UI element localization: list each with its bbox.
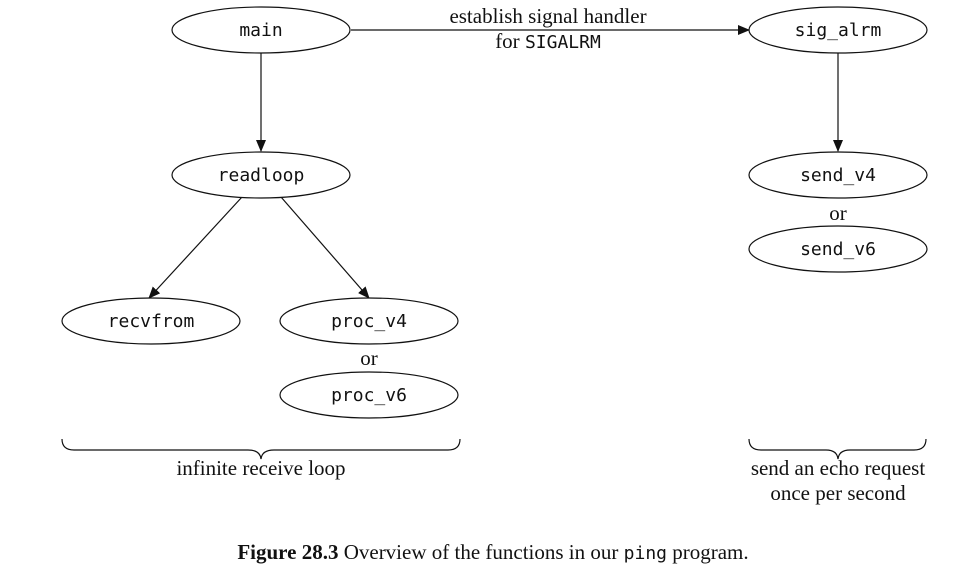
node-send-v4: send_v4: [748, 151, 928, 199]
node-proc-v4: proc_v4: [279, 297, 459, 345]
node-main-shape: [171, 6, 351, 54]
node-send-v6-label: send_v6: [800, 239, 876, 260]
proc-or-label: or: [360, 346, 378, 370]
send-or-label: or: [829, 201, 847, 225]
node-recvfrom: recvfrom: [61, 297, 241, 345]
node-send-v4-label: send_v4: [800, 165, 876, 186]
node-sig-alrm-label: sig_alrm: [795, 20, 882, 41]
edge-readloop-to-recvfrom: [148, 196, 243, 299]
figure-caption: Figure 28.3 Overview of the functions in…: [237, 540, 748, 564]
node-readloop-shape: [171, 151, 351, 199]
node-proc-v4-label: proc_v4: [331, 311, 407, 332]
right-brace: [748, 438, 927, 460]
node-main-label: main: [239, 20, 282, 41]
caption-figure-label: Figure 28.3: [237, 540, 338, 564]
edge-readloop-to-proc-v4: [280, 196, 370, 299]
node-send-v6: send_v6: [748, 225, 928, 273]
left-brace-label: infinite receive loop: [176, 456, 345, 480]
node-recvfrom-label: recvfrom: [108, 311, 195, 332]
right-brace-label-line1: send an echo request: [751, 456, 926, 480]
node-proc-v6-label: proc_v6: [331, 385, 407, 406]
edge-label-prefix: for: [495, 29, 525, 53]
node-main: main: [171, 6, 351, 54]
node-readloop: readloop: [171, 151, 351, 199]
caption-code: ping: [624, 543, 667, 564]
node-sig-alrm-shape: [748, 6, 928, 54]
edge-label-line2: for SIGALRM: [495, 29, 601, 53]
node-proc-v4-shape: [279, 297, 459, 345]
node-proc-v6: proc_v6: [279, 371, 459, 419]
edge-label-line1: establish signal handler: [449, 4, 646, 28]
caption-text-before: Overview of the functions in our: [344, 540, 624, 564]
node-proc-v6-shape: [279, 371, 459, 419]
node-readloop-label: readloop: [218, 165, 305, 186]
edge-label-code: SIGALRM: [525, 32, 601, 53]
right-brace-label-line2: once per second: [770, 481, 906, 505]
node-recvfrom-shape: [61, 297, 241, 345]
left-brace: [61, 438, 461, 460]
node-send-v6-shape: [748, 225, 928, 273]
node-send-v4-shape: [748, 151, 928, 199]
caption-text-after: program.: [667, 540, 749, 564]
node-sig-alrm: sig_alrm: [748, 6, 928, 54]
